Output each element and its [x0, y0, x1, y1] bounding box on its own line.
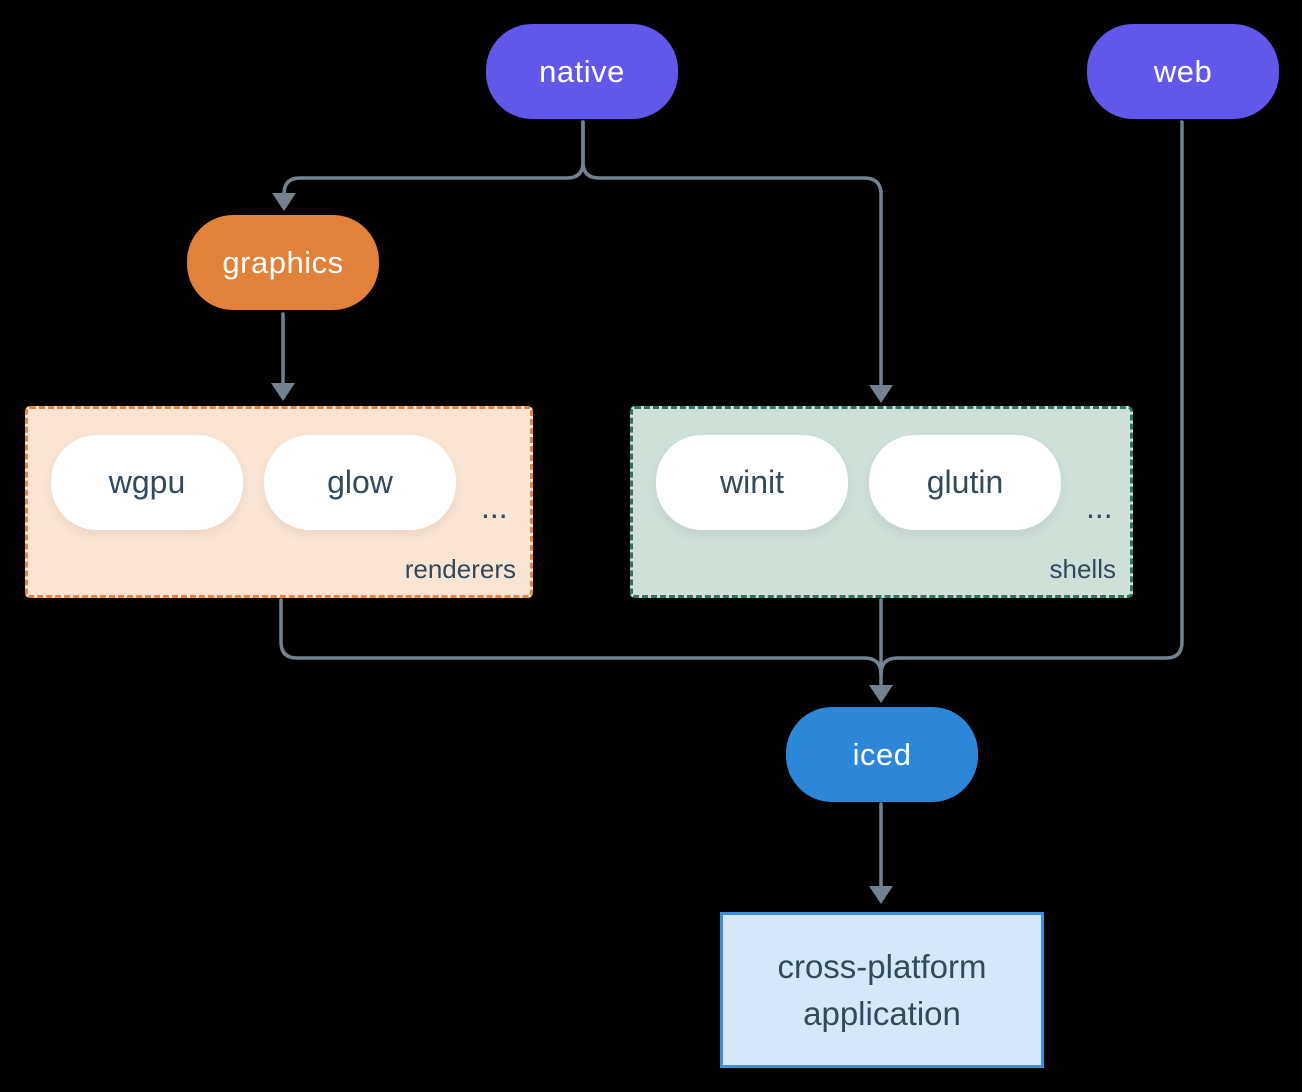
node-winit: winit: [656, 435, 848, 530]
node-web: web: [1087, 24, 1279, 119]
group-renderers: wgpu glow ... renderers: [25, 406, 533, 598]
node-wgpu: wgpu: [51, 435, 243, 530]
renderers-group-label: renderers: [404, 554, 516, 584]
arrowhead-renderers: [271, 383, 295, 401]
node-graphics-label: graphics: [222, 244, 344, 280]
shells-ellipsis: ...: [1086, 488, 1113, 525]
shells-group-label: shells: [1049, 554, 1116, 584]
node-iced: iced: [786, 707, 978, 802]
edge-native-shells: [581, 120, 883, 386]
node-glow-label: glow: [327, 464, 393, 500]
node-iced-label: iced: [852, 736, 912, 772]
node-native-label: native: [539, 53, 625, 89]
node-glutin-label: glutin: [926, 464, 1004, 500]
node-wgpu-label: wgpu: [108, 464, 186, 500]
arrowhead-iced: [869, 685, 893, 703]
edge-native-graphics: [282, 120, 585, 197]
app-label-line1: cross-platform: [777, 948, 987, 985]
node-winit-label: winit: [719, 464, 784, 500]
node-glutin: glutin: [869, 435, 1061, 530]
group-shells: winit glutin ... shells: [630, 406, 1133, 598]
renderers-ellipsis: ...: [481, 488, 508, 525]
node-native: native: [486, 24, 678, 119]
node-web-label: web: [1153, 53, 1213, 89]
node-glow: glow: [264, 435, 456, 530]
edge-web-iced: [879, 120, 1184, 676]
arrowhead-app: [869, 886, 893, 904]
node-graphics: graphics: [187, 215, 379, 310]
edge-renderers-iced: [279, 598, 883, 676]
arrowhead-shells: [869, 385, 893, 403]
arrowhead-graphics: [272, 193, 296, 211]
app-label-line2: application: [803, 995, 961, 1032]
node-cross-platform-application: cross-platform application: [720, 912, 1044, 1068]
